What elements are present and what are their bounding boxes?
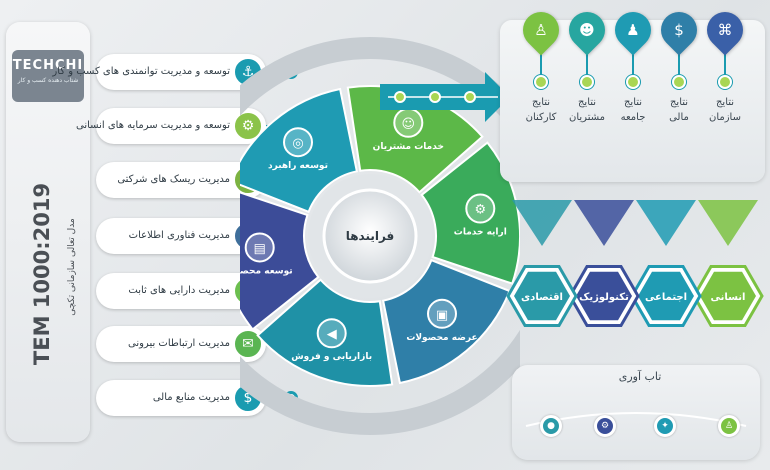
resilience-title: تاب آوری (618, 370, 662, 383)
hexagon-cap (636, 200, 696, 246)
capital-hexagons: انسانی اجتماعی تکنولوژیک اقتصادی (506, 200, 764, 327)
result-label: نتایج سازمان (702, 95, 748, 125)
hexagon-cap (574, 200, 634, 246)
megaphone-icon (316, 318, 347, 349)
result-label-line2: مشتریان (569, 112, 605, 123)
capability-label: توسعه و مدیریت توانمندی های کسب و کار (52, 66, 230, 77)
result-stem (632, 54, 634, 78)
arrow-node (464, 91, 476, 103)
capability-item[interactable]: مدیریت منابع مالی$ (96, 380, 298, 416)
capability-item[interactable]: توسعه و مدیریت سرمایه های انسانی⚙ (76, 108, 298, 144)
employees-icon: ♙ (515, 4, 567, 56)
ticket-icon (244, 232, 275, 263)
capability-label: توسعه و مدیریت سرمایه های انسانی (76, 120, 230, 131)
process-segment-label: بازاریابی و فروش (291, 352, 372, 362)
process-segment-label: توسعه محصول (240, 266, 293, 276)
capital-hexagon-label: انسانی (711, 292, 746, 303)
radar-icon (283, 127, 314, 158)
capital-hexagon[interactable] (700, 271, 756, 321)
process-hub-label: فرایندها (346, 229, 395, 243)
person-icon: ♙ (718, 415, 740, 437)
result-label: نتایج جامعه (610, 95, 656, 125)
brand-subtitle: مدل تعالی سازمانی تکچی (67, 218, 77, 316)
result-label-line1: نتایج (669, 97, 689, 108)
result-pin[interactable]: ☻ نتایج مشتریان (561, 4, 613, 125)
service-gear-icon (465, 193, 496, 224)
capital-hexagon-label: اجتماعی (645, 292, 687, 303)
money-bag-icon: $ (653, 4, 705, 56)
result-node (534, 75, 548, 89)
process-segment[interactable] (256, 278, 394, 387)
brand-panel: TECHCHI شتاب دهنده کسب و کار (6, 22, 90, 442)
handshake-icon: ✦ (654, 415, 676, 437)
hexagon-cap (698, 200, 758, 246)
result-node (580, 75, 594, 89)
process-wheel: ☺ خدمات مشتریان ⚙ ارایه خدمات ▣ عرضه محصولات ◀… (240, 37, 520, 435)
result-pin[interactable]: $ نتایج مالی (653, 4, 705, 125)
service-gear-icon-glyph: ⚙ (474, 203, 486, 218)
result-node (672, 75, 686, 89)
result-stem (540, 54, 542, 78)
megaphone-icon-glyph: ◀ (327, 327, 337, 342)
result-label-line2: مالی (669, 112, 689, 123)
capital-hexagon[interactable] (638, 271, 694, 321)
capability-label: مدیریت ریسک های شرکتی (117, 174, 230, 185)
result-pin[interactable]: ♙ نتایج کارکنان (515, 4, 567, 125)
gear-icon: ⚙ (594, 415, 616, 437)
product-icon-glyph: ▣ (436, 308, 448, 323)
process-segment-label: ارایه خدمات (454, 228, 507, 238)
process-segment[interactable] (240, 188, 320, 331)
result-node (626, 75, 640, 89)
capability-label: مدیریت ارتباطات بیرونی (127, 338, 230, 349)
customers-icon: ☻ (561, 4, 613, 56)
outer-ring (240, 37, 520, 435)
result-stem (724, 54, 726, 78)
radar-icon-glyph: ◎ (292, 136, 303, 151)
process-hub (322, 188, 418, 284)
result-pin[interactable]: ♟ نتایج جامعه (607, 4, 659, 125)
brand-title: TEM 1000:2019 (30, 182, 54, 366)
customer-service-icon-glyph: ☺ (402, 117, 416, 132)
capital-hexagon[interactable] (514, 271, 570, 321)
result-label-line2: جامعه (620, 112, 646, 123)
result-label-line2: سازمان (708, 112, 741, 123)
brand-logo-tagline: شتاب دهنده کسب و کار (17, 77, 79, 84)
result-label-line1: نتایج (715, 97, 735, 108)
result-label: نتایج مالی (656, 95, 702, 125)
brand-logo-text: TECHCHI (12, 58, 84, 73)
coin-icon: ● (540, 415, 562, 437)
hexagon-cap (512, 200, 572, 246)
capability-item[interactable]: مدیریت ارتباطات بیرونی✉ (96, 326, 298, 362)
flow-arrow (380, 72, 510, 122)
org-chart-icon: ⌘ (699, 4, 751, 56)
process-segment-label: توسعه راهبرد (268, 161, 328, 171)
result-node (718, 75, 732, 89)
result-stem (678, 54, 680, 78)
result-label-line1: نتایج (577, 97, 597, 108)
capability-label: مدیریت فناوری اطلاعات (128, 230, 230, 241)
result-stem (586, 54, 588, 78)
process-segment[interactable] (381, 258, 511, 385)
result-label-line2: کارکنان (525, 112, 557, 123)
community-icon: ♟ (607, 4, 659, 56)
capital-hexagon-label: اقتصادی (521, 292, 563, 303)
result-pin[interactable]: ⌘ نتایج سازمان (699, 4, 751, 125)
capability-label: مدیریت دارایی های ثابت (128, 285, 230, 296)
brand-logo: TECHCHI شتاب دهنده کسب و کار (12, 50, 84, 102)
process-segment-label: خدمات مشتریان (373, 142, 444, 152)
product-icon (426, 298, 457, 329)
capital-hexagon[interactable] (576, 271, 632, 321)
arrow-node (394, 91, 406, 103)
ticket-icon-glyph: ▤ (254, 241, 266, 256)
result-label: نتایج مشتریان (564, 95, 610, 125)
result-label-line1: نتایج (531, 97, 551, 108)
arrow-node (429, 91, 441, 103)
result-label-line1: نتایج (623, 97, 643, 108)
result-label: نتایج کارکنان (518, 95, 564, 125)
capital-hexagon-label: تکنولوژیک (579, 292, 629, 303)
process-segment[interactable] (240, 87, 359, 214)
process-segment-label: عرضه محصولات (406, 333, 477, 343)
capability-label: مدیریت منابع مالی (152, 392, 230, 403)
